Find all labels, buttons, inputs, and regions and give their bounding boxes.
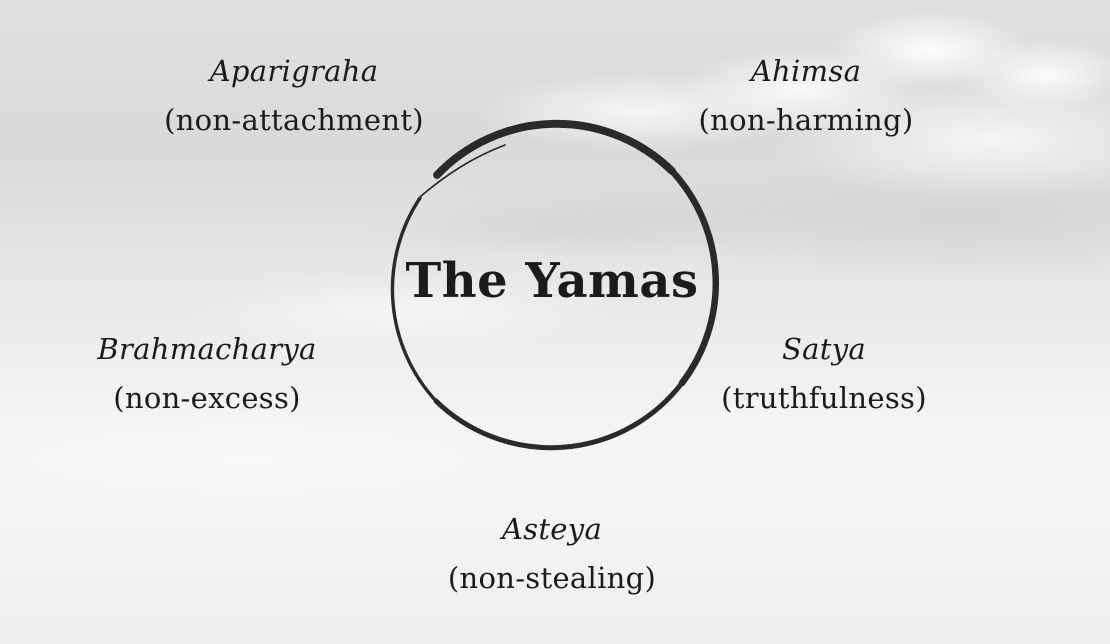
yama-meaning: (non-excess) [113, 381, 301, 415]
enso-arc-thick [668, 167, 720, 387]
enso-start-flick [420, 144, 506, 197]
yama-meaning: (truthfulness) [721, 381, 927, 415]
yama-label-ahimsa: Ahimsa (non-harming) [699, 47, 914, 145]
yama-label-satya: Satya (truthfulness) [721, 325, 927, 423]
enso-arc-thickest [433, 119, 676, 179]
yama-name: Ahimsa [750, 54, 862, 88]
diagram-title: The Yamas [405, 253, 699, 309]
yama-name: Asteya [501, 512, 603, 546]
enso-arc-thin [390, 196, 438, 403]
yama-label-brahmacharya: Brahmacharya (non-excess) [97, 325, 316, 423]
yama-meaning: (non-attachment) [164, 103, 424, 137]
yama-name: Satya [782, 332, 866, 366]
yama-label-asteya: Asteya (non-stealing) [448, 505, 656, 603]
yama-name: Aparigraha [209, 54, 379, 88]
yama-meaning: (non-stealing) [447, 561, 657, 595]
yama-meaning: (non-harming) [698, 103, 914, 137]
yama-name: Brahmacharya [97, 332, 317, 366]
yama-label-aparigraha: Aparigraha (non-attachment) [164, 47, 424, 145]
enso-arc-medium [433, 380, 685, 451]
